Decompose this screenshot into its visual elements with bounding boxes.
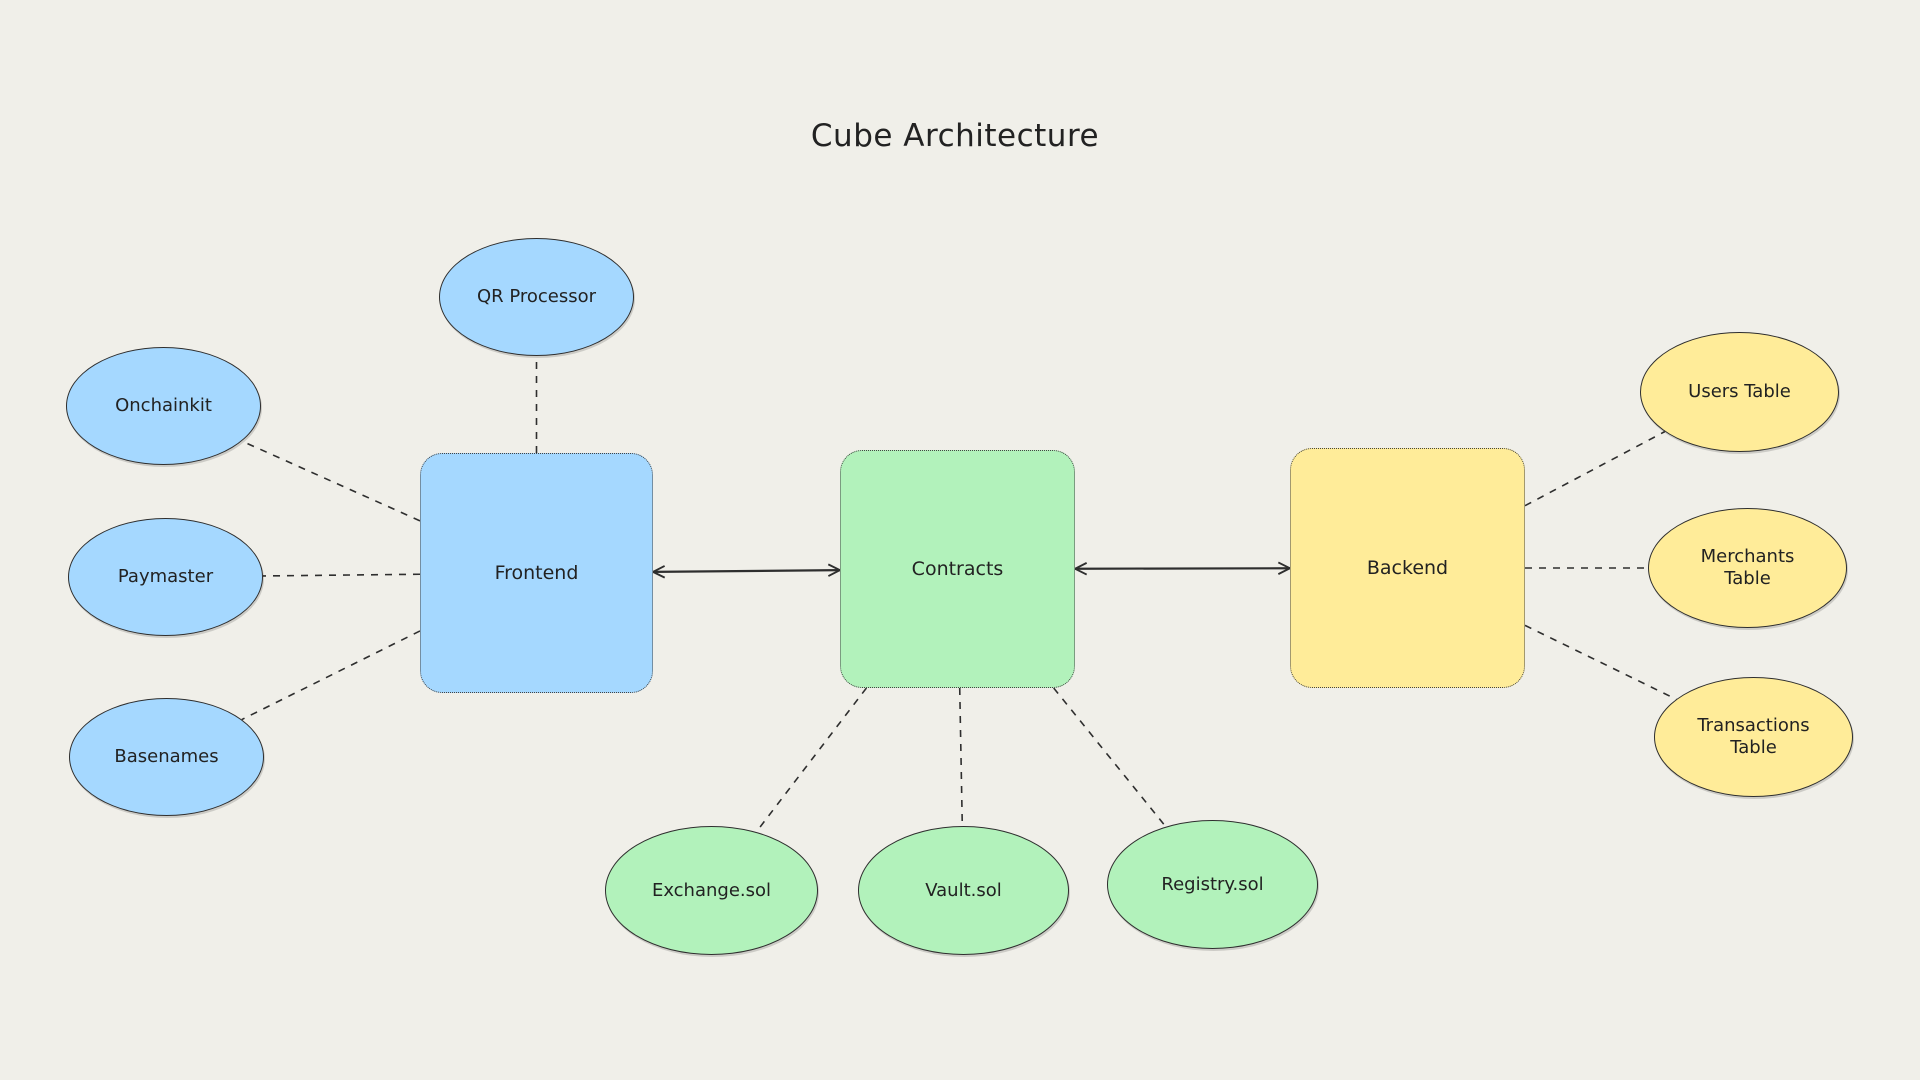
paymaster-node[interactable]: Paymaster: [68, 518, 263, 636]
edge-frontend-paymaster: [262, 573, 421, 577]
edge-frontend-contracts: [653, 570, 840, 572]
contracts-box[interactable]: Contracts: [840, 450, 1075, 688]
diagram-title: Cube Architecture: [810, 118, 1100, 154]
vault-sol-node[interactable]: Vault.sol: [858, 826, 1069, 955]
edge-frontend-basenames: [241, 630, 421, 721]
frontend-box[interactable]: Frontend: [420, 453, 653, 693]
edge-backend-transactions-table: [1524, 624, 1677, 700]
qr-processor-node[interactable]: QR Processor: [439, 238, 634, 356]
edge-backend-users-table: [1524, 430, 1666, 507]
users-table-node[interactable]: Users Table: [1640, 332, 1839, 452]
basenames-node[interactable]: Basenames: [69, 698, 264, 816]
edge-contracts-vault-sol: [958, 687, 964, 827]
merchants-table-node[interactable]: Merchants Table: [1648, 508, 1847, 628]
edge-contracts-exchange-sol: [755, 687, 868, 833]
transactions-table-node[interactable]: Transactions Table: [1654, 677, 1853, 797]
backend-box[interactable]: Backend: [1290, 448, 1525, 688]
onchainkit-node[interactable]: Onchainkit: [66, 347, 261, 465]
edge-frontend-onchainkit: [241, 440, 421, 522]
exchange-sol-node[interactable]: Exchange.sol: [605, 826, 818, 955]
registry-sol-node[interactable]: Registry.sol: [1107, 820, 1318, 949]
edge-contracts-registry-sol: [1053, 687, 1167, 828]
